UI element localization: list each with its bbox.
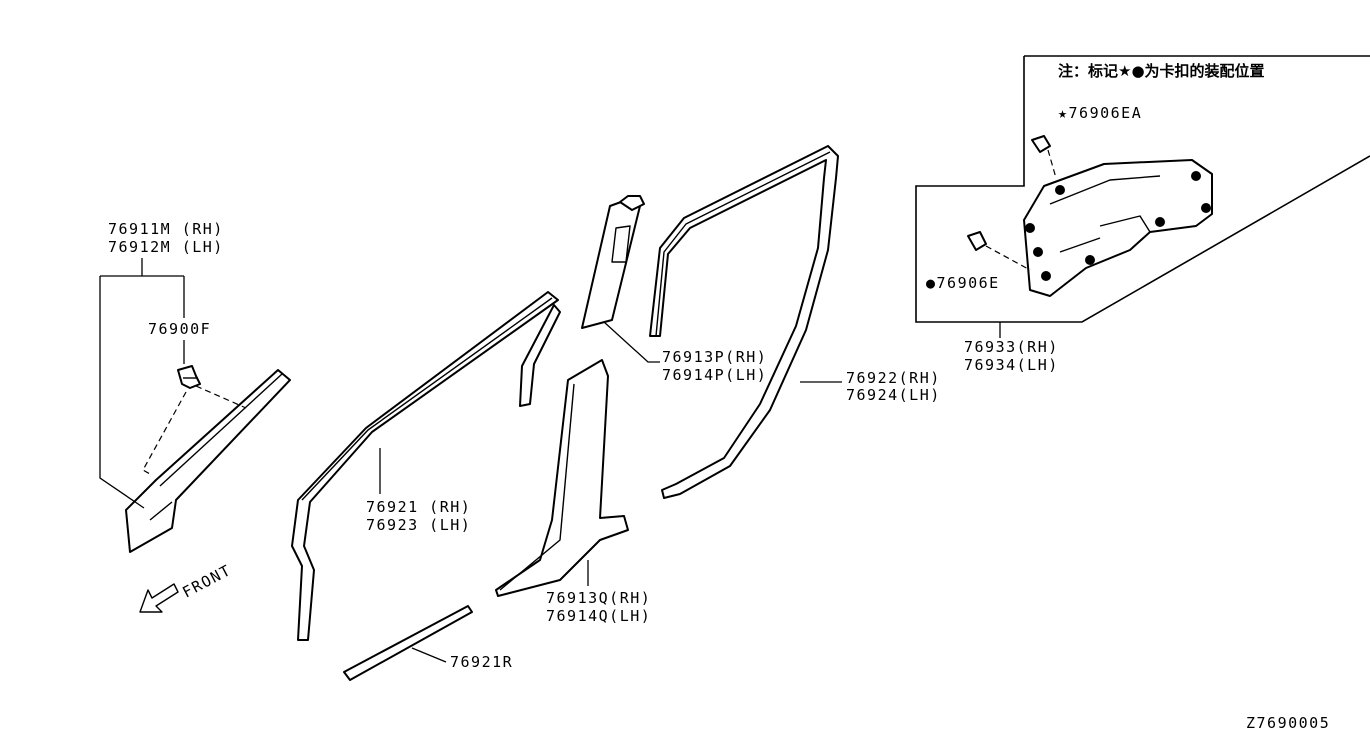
part-number-76906e: ●76906E [926, 274, 1000, 292]
b-pillar-upper-trim[interactable] [581, 195, 645, 329]
b-pillar-lower-trim[interactable] [495, 359, 629, 597]
part-number-76922-rh: 76922(RH) [846, 369, 941, 387]
leader-76911m [99, 258, 185, 509]
clip-note: 注：标记★●为卡扣的装配位置 [1058, 62, 1265, 80]
front-arrow-icon [139, 583, 179, 613]
part-number-76911m-rh: 76911M (RH) [108, 220, 224, 238]
part-number-76933-rh: 76933(RH) [964, 338, 1059, 356]
part-number-76912m-lh: 76912M (LH) [108, 238, 224, 256]
front-weatherstrip[interactable] [291, 291, 561, 641]
part-number-76924-lh: 76924(LH) [846, 386, 941, 404]
front-label: FRONT [179, 561, 234, 602]
part-number-76934-lh: 76934(LH) [964, 356, 1059, 374]
rear-weatherstrip[interactable] [649, 145, 839, 499]
part-number-76913q-rh: 76913Q(RH) [546, 589, 651, 607]
leader-76921r [411, 647, 447, 663]
clip-76906e-part[interactable] [967, 231, 987, 251]
part-number-76906ea: ★76906EA [1058, 104, 1142, 122]
clip-76900f[interactable] [177, 365, 201, 389]
part-number-76923-lh: 76923 (LH) [366, 516, 471, 534]
leader-76913p [603, 321, 660, 363]
c-pillar-trim[interactable] [1023, 159, 1213, 297]
clip-76906ea-part[interactable] [1031, 135, 1051, 153]
clip-positions [1025, 171, 1211, 281]
clip-e-dashed-line [985, 245, 1031, 271]
part-number-76914p-lh: 76914P(LH) [662, 366, 767, 384]
detail-box [915, 55, 1370, 323]
diagram-code: Z7690005 [1246, 714, 1330, 732]
weatherstrip-76921r[interactable] [343, 605, 473, 681]
a-pillar-trim[interactable] [125, 369, 291, 553]
clip-ea-dashed-line [1047, 149, 1057, 179]
part-number-76914q-lh: 76914Q(LH) [546, 607, 651, 625]
part-number-76900f: 76900F [148, 320, 211, 338]
part-number-76921-rh: 76921 (RH) [366, 498, 471, 516]
part-number-76921r: 76921R [450, 653, 513, 671]
part-number-76913p-rh: 76913P(RH) [662, 348, 767, 366]
clip-a-dashed-line [142, 385, 247, 475]
